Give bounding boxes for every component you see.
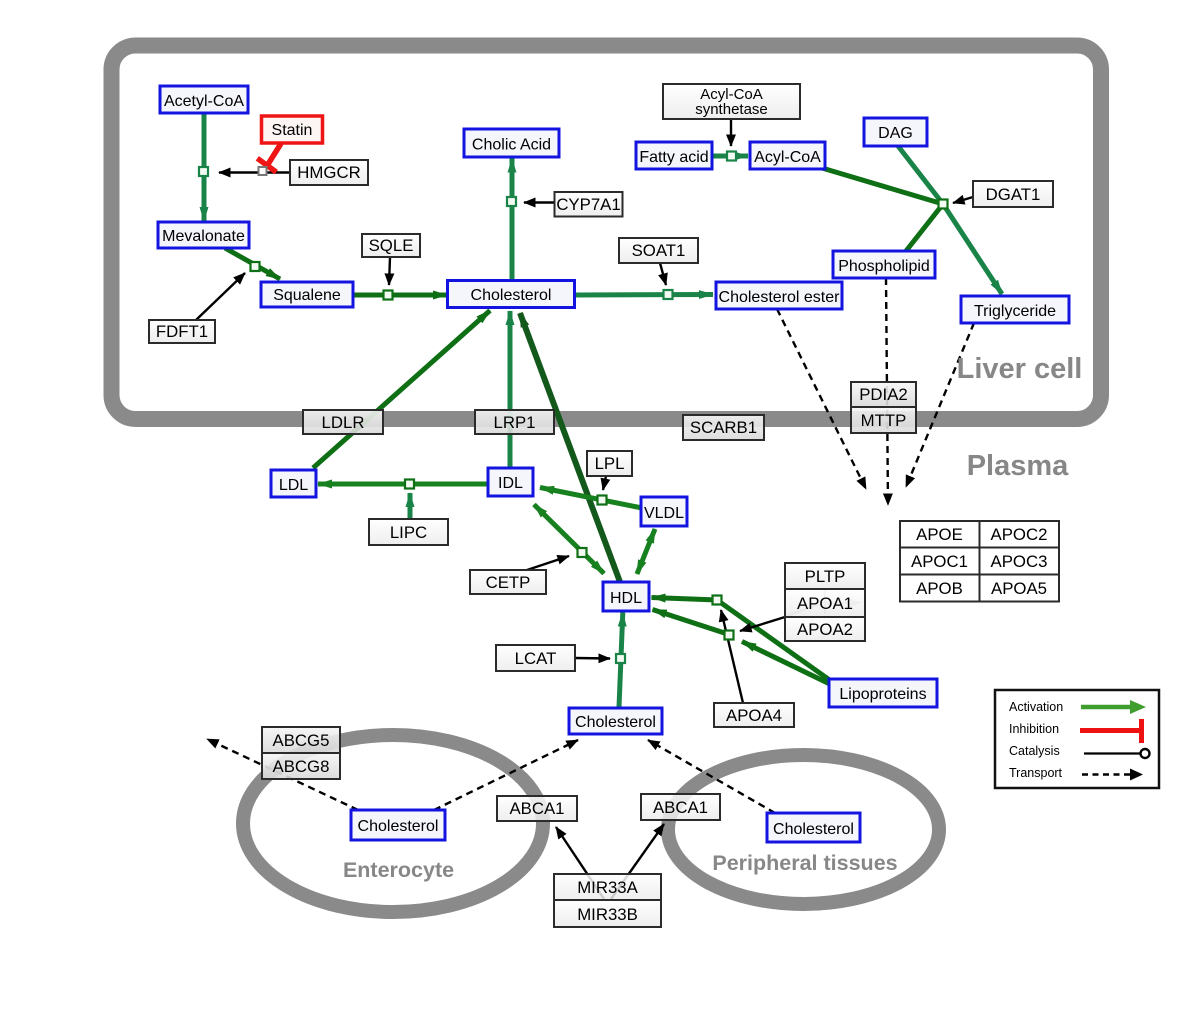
svg-text:LRP1: LRP1: [494, 413, 536, 432]
svg-text:Cholesterol: Cholesterol: [773, 821, 854, 838]
svg-text:HDL: HDL: [610, 590, 642, 607]
svg-text:ABCG8: ABCG8: [273, 757, 330, 776]
svg-text:Plasma: Plasma: [967, 450, 1069, 482]
svg-text:LCAT: LCAT: [515, 649, 557, 668]
svg-text:MTTP: MTTP: [861, 411, 907, 430]
svg-text:Cholic Acid: Cholic Acid: [472, 137, 551, 154]
svg-text:Lipoproteins: Lipoproteins: [839, 686, 926, 703]
svg-text:Enterocyte: Enterocyte: [343, 858, 454, 882]
svg-text:IDL: IDL: [498, 475, 523, 492]
svg-text:VLDL: VLDL: [644, 505, 684, 522]
svg-text:Peripheral tissues: Peripheral tissues: [712, 851, 897, 875]
svg-text:synthetase: synthetase: [695, 101, 768, 118]
svg-text:DGAT1: DGAT1: [986, 185, 1041, 204]
svg-text:APOB: APOB: [916, 579, 963, 598]
svg-text:APOE: APOE: [916, 525, 963, 544]
svg-text:Cholesterol: Cholesterol: [471, 287, 552, 304]
svg-text:CETP: CETP: [486, 573, 531, 592]
svg-text:Cholesterol: Cholesterol: [575, 714, 656, 731]
svg-text:APOA1: APOA1: [797, 594, 853, 613]
svg-text:APOA4: APOA4: [726, 706, 782, 725]
svg-text:Mevalonate: Mevalonate: [162, 228, 245, 245]
svg-text:LPL: LPL: [595, 454, 625, 473]
svg-text:Fatty acid: Fatty acid: [639, 149, 708, 166]
svg-text:ABCA1: ABCA1: [509, 799, 564, 818]
svg-text:FDFT1: FDFT1: [156, 322, 208, 341]
svg-text:CYP7A1: CYP7A1: [556, 195, 620, 214]
svg-text:SQLE: SQLE: [369, 236, 414, 255]
svg-text:APOA5: APOA5: [991, 579, 1047, 598]
svg-text:Catalysis: Catalysis: [1009, 744, 1060, 758]
svg-text:MIR33A: MIR33A: [577, 878, 638, 897]
svg-text:Acetyl-CoA: Acetyl-CoA: [164, 93, 244, 110]
svg-text:LIPC: LIPC: [390, 523, 427, 542]
svg-text:Cholesterol ester: Cholesterol ester: [719, 289, 841, 306]
svg-text:APOA2: APOA2: [797, 620, 853, 639]
svg-text:PLTP: PLTP: [805, 567, 846, 586]
svg-text:MIR33B: MIR33B: [577, 905, 638, 924]
svg-text:Inhibition: Inhibition: [1009, 722, 1059, 736]
svg-text:APOC3: APOC3: [991, 552, 1048, 571]
svg-text:SOAT1: SOAT1: [632, 241, 686, 260]
svg-text:APOC2: APOC2: [991, 525, 1048, 544]
svg-text:Transport: Transport: [1009, 766, 1063, 780]
svg-text:APOC1: APOC1: [911, 552, 968, 571]
svg-text:Acyl-CoA: Acyl-CoA: [754, 149, 821, 166]
svg-text:Cholesterol: Cholesterol: [358, 818, 439, 835]
svg-text:Liver cell: Liver cell: [957, 353, 1083, 385]
svg-text:LDLR: LDLR: [322, 413, 365, 432]
svg-text:DAG: DAG: [878, 125, 913, 142]
svg-text:Activation: Activation: [1009, 700, 1063, 714]
svg-text:PDIA2: PDIA2: [859, 385, 908, 404]
svg-text:HMGCR: HMGCR: [297, 163, 360, 182]
svg-text:LDL: LDL: [279, 477, 308, 494]
svg-text:Acyl-CoA: Acyl-CoA: [700, 86, 763, 103]
svg-text:Phospholipid: Phospholipid: [838, 258, 930, 275]
svg-text:Squalene: Squalene: [273, 287, 341, 304]
svg-text:Triglyceride: Triglyceride: [974, 303, 1056, 320]
svg-text:ABCA1: ABCA1: [653, 798, 708, 817]
svg-text:SCARB1: SCARB1: [690, 418, 757, 437]
svg-text:Statin: Statin: [272, 122, 313, 139]
svg-text:ABCG5: ABCG5: [273, 731, 330, 750]
